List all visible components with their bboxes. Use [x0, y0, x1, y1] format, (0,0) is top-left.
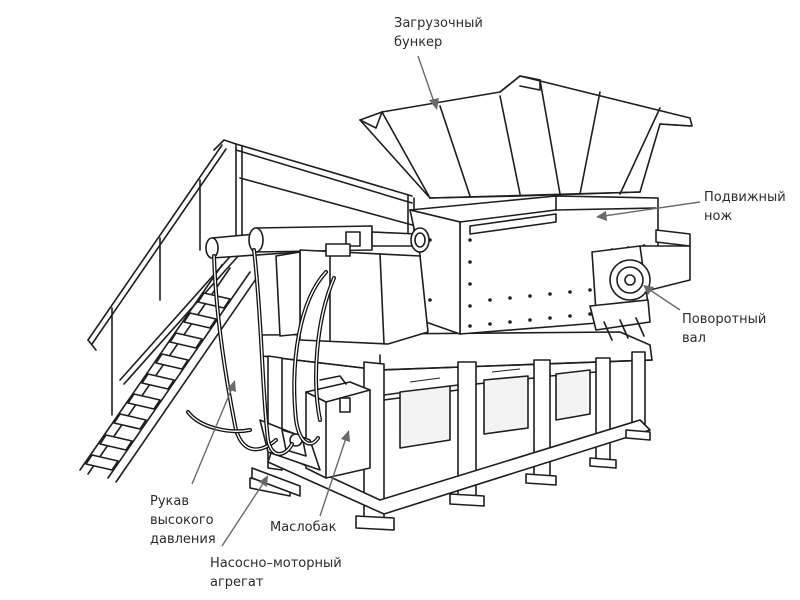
label-moving-knife-line1: Подвижный	[704, 190, 786, 205]
hopper	[359, 75, 693, 199]
platform-railing	[213, 139, 417, 251]
label-oil-tank-line1: Маслобак	[270, 520, 337, 535]
label-pump-unit-line1: Насосно–моторный	[210, 556, 342, 571]
label-pump-unit: Насосно–моторный агрегат	[210, 554, 342, 592]
rotary-shaft	[589, 245, 651, 341]
oil-tank	[305, 375, 371, 479]
label-hose-line2: высокого	[150, 513, 214, 528]
staircase	[79, 144, 259, 483]
label-oil-tank: Маслобак	[270, 518, 336, 537]
label-hose-line1: Рукав	[150, 494, 190, 509]
lower-equipment	[399, 368, 591, 449]
leader-lines	[191, 55, 701, 547]
high-pressure-hoses	[186, 248, 336, 456]
label-rotary-shaft: Поворотный вал	[682, 310, 766, 348]
hydraulic-cylinders	[205, 225, 430, 345]
base-frame	[249, 331, 653, 531]
label-rotary-shaft-line2: вал	[682, 331, 706, 346]
label-hopper-line1: Загрузочный	[394, 16, 483, 31]
label-hose-line3: давления	[150, 532, 216, 547]
label-pump-unit-line2: агрегат	[210, 575, 264, 590]
label-moving-knife: Подвижный нож	[704, 188, 786, 226]
label-moving-knife-line2: нож	[704, 209, 733, 224]
label-rotary-shaft-line1: Поворотный	[682, 312, 767, 327]
label-hopper: Загрузочный бункер	[394, 14, 483, 52]
label-hose: Рукав высокого давления	[150, 492, 216, 549]
label-hopper-line2: бункер	[394, 35, 443, 50]
